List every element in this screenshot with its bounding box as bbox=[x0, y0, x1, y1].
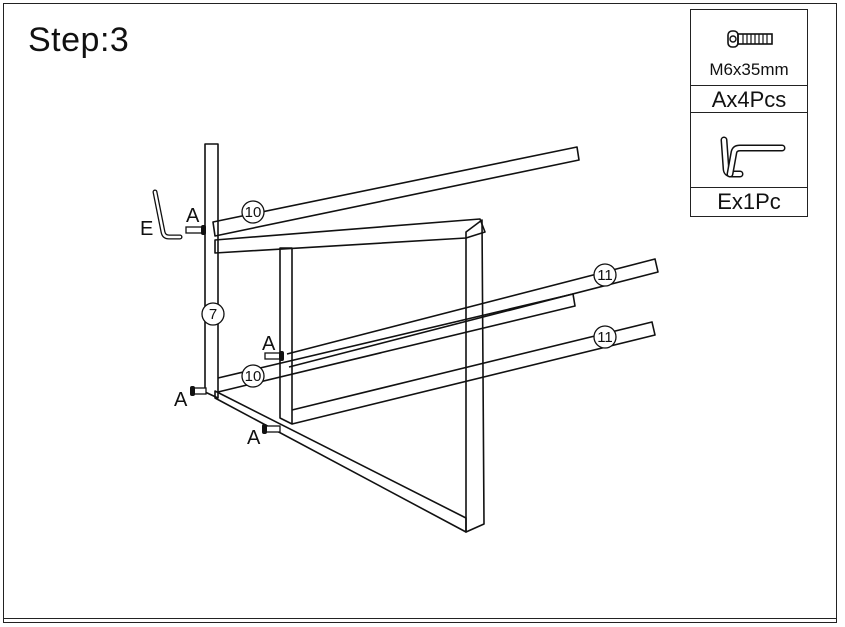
part-e-quantity: Ex1Pc bbox=[691, 187, 807, 217]
rail-11-lower bbox=[291, 321, 656, 425]
bottom-divider bbox=[3, 618, 837, 619]
bottom-diagonal bbox=[214, 390, 467, 533]
callout-11-lower: 11 bbox=[593, 325, 617, 349]
rail-11-upper bbox=[286, 258, 659, 368]
parts-list: M6x35mm Ax4Pcs Ex1Pc bbox=[690, 9, 808, 217]
svg-text:10: 10 bbox=[245, 368, 262, 385]
tool-e-label: E bbox=[140, 218, 153, 240]
bolt-a-mid: A bbox=[262, 333, 284, 361]
svg-text:A: A bbox=[262, 333, 276, 355]
rail-10-bottom bbox=[217, 293, 576, 393]
allen-key-tool: E bbox=[140, 189, 183, 240]
svg-text:A: A bbox=[247, 427, 261, 449]
part-a-quantity: Ax4Pcs bbox=[691, 85, 807, 113]
step-title: Step:3 bbox=[28, 21, 130, 59]
svg-text:A: A bbox=[186, 205, 200, 227]
cross-member bbox=[214, 218, 486, 254]
allen-key-icon bbox=[720, 136, 786, 178]
svg-text:11: 11 bbox=[597, 267, 613, 284]
callout-11-upper: 11 bbox=[593, 263, 617, 287]
leg-7 bbox=[204, 143, 219, 399]
part-a-spec: M6x35mm bbox=[709, 60, 789, 79]
front-post bbox=[465, 219, 485, 533]
svg-text:10: 10 bbox=[245, 204, 262, 221]
diagram-frame bbox=[3, 3, 837, 623]
bolt-a-top: A bbox=[185, 205, 206, 235]
svg-text:A: A bbox=[174, 389, 188, 411]
callout-10-top: 10 bbox=[241, 200, 265, 224]
callout-7: 7 bbox=[201, 302, 225, 326]
inner-post bbox=[279, 247, 293, 425]
svg-text:11: 11 bbox=[597, 329, 613, 346]
callout-10-bottom: 10 bbox=[241, 364, 265, 388]
bolt-a-left: A bbox=[174, 386, 207, 411]
svg-text:7: 7 bbox=[209, 306, 217, 323]
bolt-a-bottom: A bbox=[247, 424, 281, 449]
bolt-icon bbox=[727, 30, 773, 48]
rail-10-top bbox=[212, 146, 580, 237]
